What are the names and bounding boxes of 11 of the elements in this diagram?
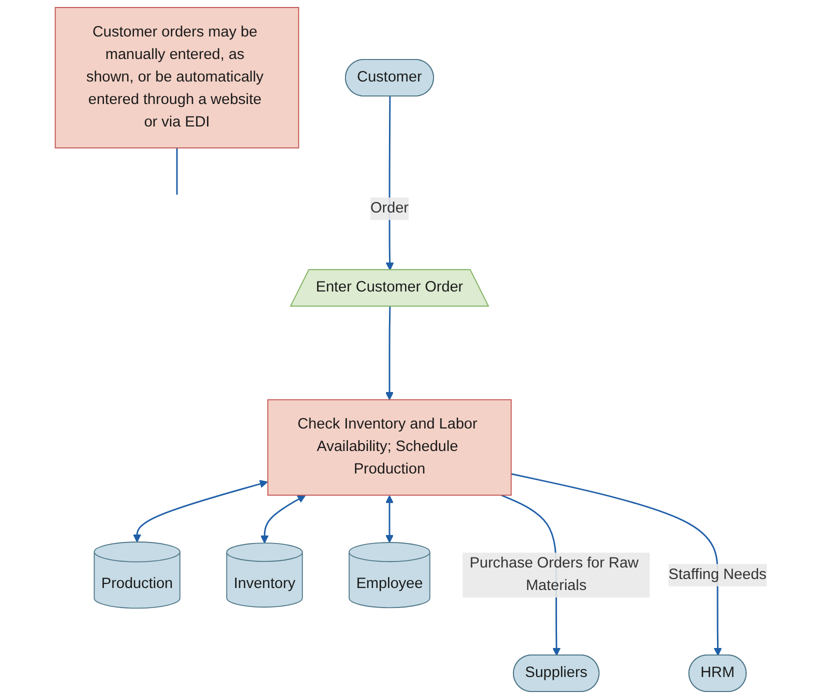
- edge-label: Order: [370, 200, 409, 216]
- arrow: [386, 306, 394, 400]
- edge-label: Purchase Orders for Raw Materials: [470, 555, 639, 594]
- node-box: Check Inventory and Labor Availability; Schedule Production: [267, 399, 512, 496]
- node-box: Customer orders may be manually entered, as shown, or be automatically entered through a website or via EDI: [54, 7, 300, 148]
- arrow: [511, 473, 722, 656]
- edge-label: Staffing Needs: [668, 566, 767, 583]
- connector: [176, 148, 178, 195]
- arrow: [133, 480, 268, 542]
- arrow: [260, 495, 306, 544]
- arrow: [386, 495, 394, 543]
